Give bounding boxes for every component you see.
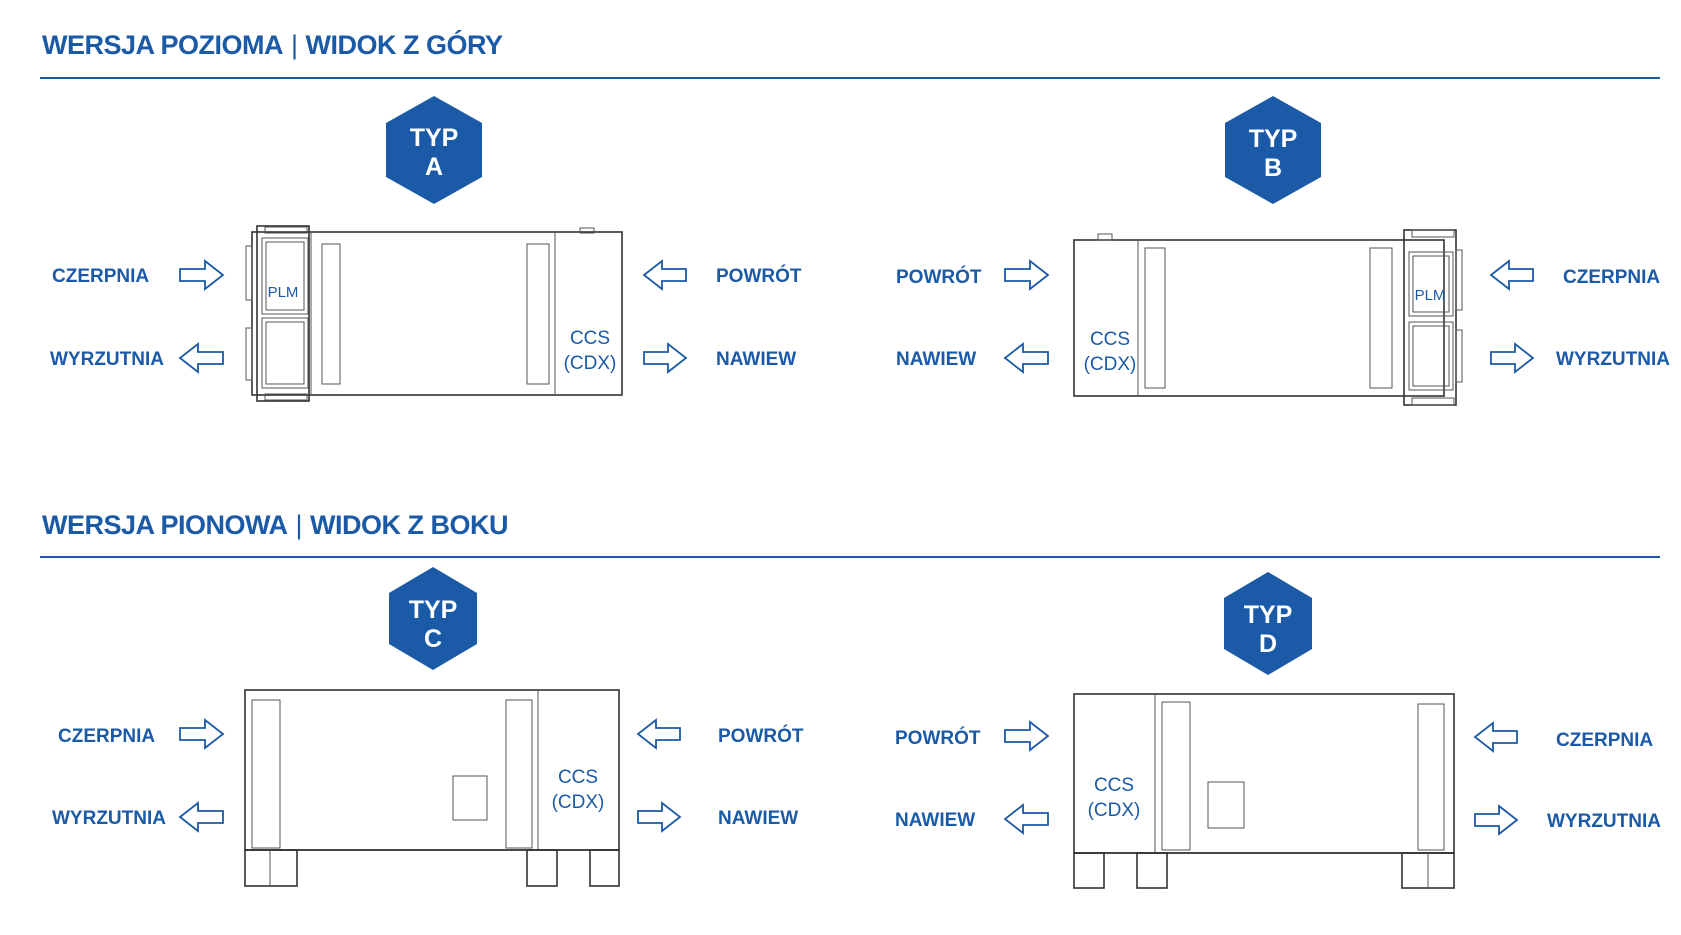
label-nawiew: NAWIEW bbox=[896, 349, 976, 370]
unit-outline bbox=[1073, 229, 1463, 406]
diagram-type-d: TYP D CCS (CDX) POWRÓT NAWIEW CZERPNIA W… bbox=[840, 440, 1681, 935]
type-badge-line1: TYP bbox=[1249, 125, 1298, 153]
ccs-label: CCS bbox=[1094, 775, 1134, 796]
plm-label: PLM bbox=[268, 284, 299, 301]
cdx-label: (CDX) bbox=[1088, 800, 1141, 821]
label-powrot: POWRÓT bbox=[718, 725, 804, 747]
arrow-left-icon bbox=[1473, 721, 1518, 753]
arrow-left-icon bbox=[178, 342, 224, 374]
type-badge-line1: TYP bbox=[410, 124, 459, 152]
diagram-type-b: TYP B PLM CCS (CDX) POWRÓT NAWIEW CZERPN… bbox=[840, 0, 1681, 440]
ccs-label: CCS bbox=[1090, 329, 1130, 350]
label-wyrzutnia: WYRZUTNIA bbox=[52, 808, 166, 829]
type-badge-line1: TYP bbox=[1244, 601, 1293, 629]
label-powrot: POWRÓT bbox=[716, 265, 802, 287]
section-divider-horizontal bbox=[40, 77, 1660, 79]
section-title-vertical: WERSJA PIONOWA|WIDOK Z BOKU bbox=[42, 510, 509, 541]
section-title-part2: WIDOK Z GÓRY bbox=[305, 30, 504, 60]
label-powrot: POWRÓT bbox=[895, 727, 981, 749]
label-czerpnia: CZERPNIA bbox=[1563, 267, 1660, 288]
type-badge-line2: B bbox=[1264, 154, 1282, 182]
section-divider-vertical bbox=[40, 556, 1660, 558]
unit-outline bbox=[1073, 693, 1455, 889]
type-badge-line2: C bbox=[424, 625, 442, 653]
section-title-part1: WERSJA PIONOWA bbox=[42, 510, 288, 540]
type-badge-b: TYP B bbox=[1225, 96, 1321, 204]
arrow-left-icon bbox=[178, 801, 224, 833]
ccs-label: CCS bbox=[570, 328, 610, 349]
label-nawiew: NAWIEW bbox=[895, 810, 975, 831]
arrow-right-icon bbox=[1474, 804, 1519, 836]
label-nawiew: NAWIEW bbox=[718, 808, 798, 829]
unit-outline bbox=[244, 689, 620, 887]
arrow-right-icon bbox=[1004, 720, 1050, 752]
diagram-type-c: TYP C CCS (CDX) CZERPNIA WYRZUTNIA POWRÓ… bbox=[0, 440, 840, 935]
label-wyrzutnia: WYRZUTNIA bbox=[1547, 811, 1661, 832]
diagram-type-a: TYP A PLM CCS (CDX) CZERPNIA WYRZUTNIA P… bbox=[0, 0, 840, 440]
label-czerpnia: CZERPNIA bbox=[52, 266, 149, 287]
arrow-left-icon bbox=[1003, 342, 1049, 374]
arrow-right-icon bbox=[643, 342, 688, 374]
arrow-left-icon bbox=[636, 718, 681, 750]
arrow-left-icon bbox=[1003, 803, 1049, 835]
type-badge-c: TYP C bbox=[389, 567, 477, 670]
section-title-separator: | bbox=[295, 510, 303, 540]
ccs-label: CCS bbox=[558, 767, 598, 788]
type-badge-d: TYP D bbox=[1224, 572, 1312, 675]
arrow-right-icon bbox=[637, 801, 682, 833]
label-powrot: POWRÓT bbox=[896, 266, 982, 288]
cdx-label: (CDX) bbox=[564, 353, 617, 374]
arrow-right-icon bbox=[1004, 259, 1050, 291]
type-badge-line2: A bbox=[425, 153, 443, 181]
type-badge-line2: D bbox=[1259, 630, 1277, 658]
type-badge-a: TYP A bbox=[386, 96, 482, 204]
cdx-label: (CDX) bbox=[1084, 354, 1137, 375]
arrow-left-icon bbox=[642, 259, 687, 291]
plm-label: PLM bbox=[1415, 287, 1446, 304]
section-title-separator: | bbox=[291, 30, 298, 60]
label-czerpnia: CZERPNIA bbox=[1556, 730, 1653, 751]
unit-outline bbox=[245, 225, 623, 402]
arrow-left-icon bbox=[1489, 259, 1534, 291]
section-title-part1: WERSJA POZIOMA bbox=[42, 30, 284, 60]
label-czerpnia: CZERPNIA bbox=[58, 726, 155, 747]
type-badge-line1: TYP bbox=[409, 596, 458, 624]
arrow-right-icon bbox=[1490, 342, 1535, 374]
label-wyrzutnia: WYRZUTNIA bbox=[50, 349, 164, 370]
arrow-right-icon bbox=[179, 259, 225, 291]
arrow-right-icon bbox=[179, 718, 225, 750]
label-wyrzutnia: WYRZUTNIA bbox=[1556, 349, 1670, 370]
section-title-part2: WIDOK Z BOKU bbox=[310, 510, 509, 540]
cdx-label: (CDX) bbox=[552, 792, 605, 813]
section-title-horizontal: WERSJA POZIOMA|WIDOK Z GÓRY bbox=[42, 30, 503, 61]
label-nawiew: NAWIEW bbox=[716, 349, 796, 370]
